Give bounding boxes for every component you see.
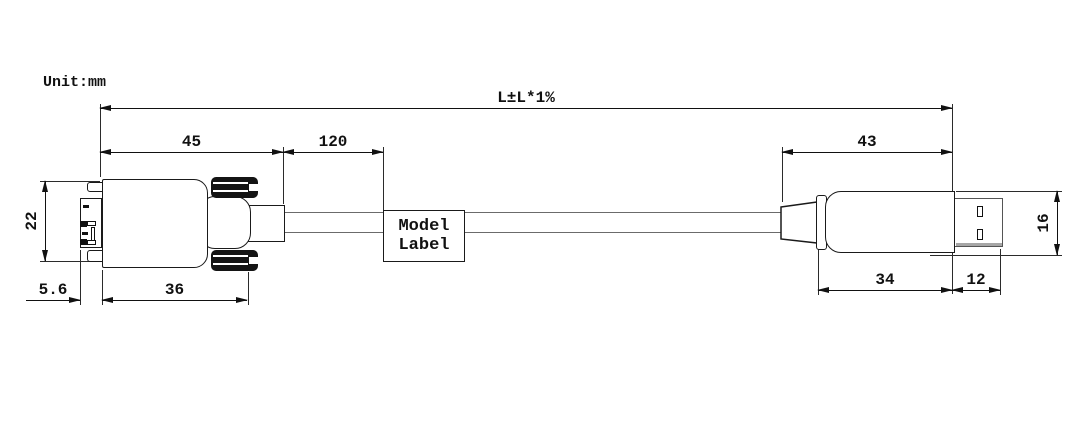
extension-line-usb-relief-start bbox=[782, 147, 783, 202]
dsub-pin-mark-6 bbox=[80, 239, 87, 245]
extension-line-flange-front bbox=[80, 250, 81, 305]
dsub-body bbox=[102, 179, 208, 268]
dim-arrow bbox=[951, 287, 963, 293]
thumbscrew-knurl-line bbox=[213, 190, 248, 192]
thumbscrew-knurl-line bbox=[213, 255, 248, 257]
dim-arrow bbox=[941, 105, 953, 111]
dim-arrow bbox=[69, 297, 81, 303]
extension-line-label-left bbox=[383, 147, 384, 210]
extension-line-dsub-bottom bbox=[40, 261, 100, 262]
dsub-pin-mark-7 bbox=[87, 240, 96, 245]
model-label-line1: Model bbox=[398, 217, 450, 236]
dsub-pin-mark-4 bbox=[82, 232, 88, 235]
dim-45-label: 45 bbox=[181, 133, 202, 151]
usb-contact-window-2 bbox=[977, 229, 983, 240]
extension-line-dsub-front bbox=[100, 104, 101, 177]
thumbscrew-knurl-line bbox=[213, 263, 248, 265]
dim-22-label: 22 bbox=[23, 211, 41, 231]
dim-arrow bbox=[817, 287, 829, 293]
dim-120-label: 120 bbox=[318, 133, 348, 151]
thumbscrew-top bbox=[211, 177, 258, 198]
unit-label: Unit:mm bbox=[43, 74, 107, 91]
extension-line-dsub-relief-end bbox=[283, 147, 284, 204]
dim-arrow bbox=[236, 297, 248, 303]
extension-line-dsub-body-right bbox=[248, 272, 249, 305]
dim-43-label: 43 bbox=[857, 133, 877, 151]
dim-arrow bbox=[272, 149, 284, 155]
thumbscrew-knurl-line bbox=[213, 182, 248, 184]
dim-12-line: 12 bbox=[951, 272, 1001, 293]
dim-arrow bbox=[282, 149, 294, 155]
extension-line-usb-top bbox=[956, 191, 1062, 192]
usb-contact-window-1 bbox=[977, 206, 983, 217]
usb-strain-relief bbox=[780, 201, 818, 244]
dim-12-label: 12 bbox=[966, 271, 986, 289]
thumbscrew-slot bbox=[249, 184, 258, 191]
thumbscrew-bottom bbox=[211, 250, 258, 271]
dim-45-line: 45 bbox=[99, 134, 284, 155]
dim-overall-line: L±L*1% bbox=[99, 90, 953, 111]
dim-arrow bbox=[989, 287, 1001, 293]
dim-arrow bbox=[941, 287, 953, 293]
dim-5-6-line: 5.6 bbox=[26, 282, 81, 303]
extension-line-usb-shell-end bbox=[1000, 249, 1001, 295]
dim-arrow bbox=[781, 149, 793, 155]
cable-segment-left bbox=[285, 212, 384, 233]
dim-arrow bbox=[941, 149, 953, 155]
extension-line-dsub-body-left bbox=[102, 270, 103, 305]
dim-120-line: 120 bbox=[282, 134, 384, 155]
cable-segment-right bbox=[465, 212, 781, 233]
dsub-pin-mark-3 bbox=[87, 221, 96, 226]
dsub-strain-relief bbox=[248, 205, 285, 242]
dim-arrow bbox=[1054, 244, 1060, 256]
thumbscrew-slot bbox=[249, 257, 258, 264]
dim-arrow bbox=[1054, 190, 1060, 202]
dsub-pin-mark-1 bbox=[83, 205, 89, 208]
dim-arrow bbox=[99, 105, 111, 111]
extension-line-usb-body-left bbox=[818, 247, 819, 295]
model-label-box: Model Label bbox=[383, 210, 465, 262]
dim-5-6-label: 5.6 bbox=[38, 281, 68, 299]
dim-36-line: 36 bbox=[101, 282, 248, 303]
usb-shell-shade bbox=[956, 243, 1002, 246]
dim-43-line: 43 bbox=[781, 134, 953, 155]
dim-arrow bbox=[42, 250, 48, 262]
dim-arrow bbox=[99, 149, 111, 155]
dim-16-line: 16 bbox=[1035, 190, 1060, 256]
dim-arrow bbox=[372, 149, 384, 155]
usb-body bbox=[825, 191, 955, 253]
dim-arrow bbox=[42, 180, 48, 192]
dim-34-line: 34 bbox=[817, 272, 953, 293]
model-label-line2: Label bbox=[398, 236, 450, 255]
dim-16-label: 16 bbox=[1035, 213, 1053, 233]
dim-overall-label: L±L*1% bbox=[497, 89, 555, 107]
dim-36-label: 36 bbox=[164, 281, 185, 299]
dsub-pin-mark-2 bbox=[80, 221, 87, 227]
extension-line-usb-bottom bbox=[930, 255, 1062, 256]
dim-22-line: 22 bbox=[23, 180, 48, 262]
dim-34-label: 34 bbox=[875, 271, 895, 289]
extension-line-dsub-top bbox=[40, 181, 100, 182]
dim-arrow bbox=[101, 297, 113, 303]
